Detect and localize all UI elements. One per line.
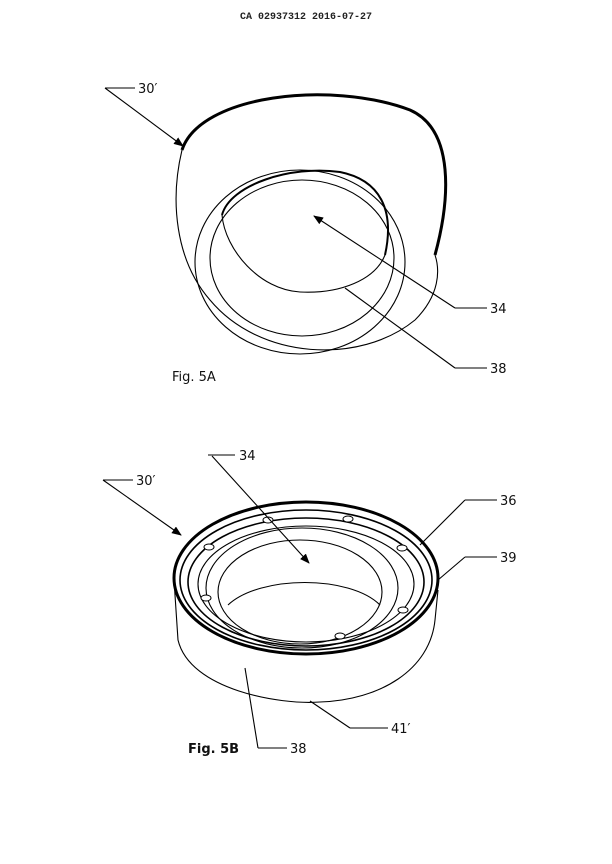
label-41-prime: 41′ bbox=[391, 722, 411, 737]
label-30-prime-5a: 30′ bbox=[138, 82, 158, 97]
fig-5a-ring-drawing bbox=[175, 93, 448, 355]
label-30-prime-5b: 30′ bbox=[136, 474, 156, 489]
label-38-5b: 38 bbox=[290, 742, 307, 757]
figure-caption-5a: Fig. 5A bbox=[172, 370, 216, 385]
label-39: 39 bbox=[500, 551, 517, 566]
document-header: CA 02937312 2016-07-27 bbox=[239, 12, 373, 23]
figure-caption-5b: Fig. 5B bbox=[188, 742, 239, 757]
label-38-5a: 38 bbox=[490, 362, 507, 377]
fig-5b-ring-drawing bbox=[172, 500, 440, 703]
label-36: 36 bbox=[500, 494, 517, 509]
label-34-5b: 34 bbox=[239, 449, 256, 464]
label-34-5a: 34 bbox=[490, 302, 507, 317]
